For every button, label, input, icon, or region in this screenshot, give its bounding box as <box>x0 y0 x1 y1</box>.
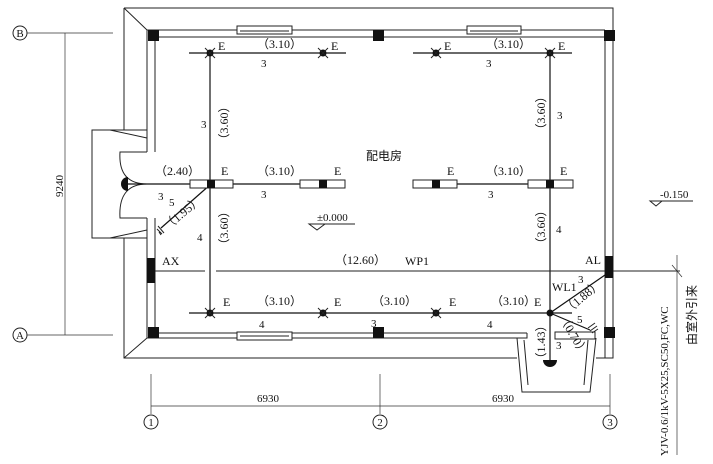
annotation-text: ±0.000 <box>317 212 348 224</box>
circuit-label-wl1: WL1 <box>552 280 577 294</box>
annotation-text: -0.150 <box>660 189 689 201</box>
annotation-text: （3.10） <box>257 294 302 308</box>
dimension-span-2-3: 6930 <box>492 393 515 405</box>
annotation-text: （1.95） <box>161 193 204 233</box>
windows <box>236 25 522 341</box>
annotation-text: 4 <box>259 319 265 331</box>
wall-lamp-icon <box>543 360 557 367</box>
circuit-label-wp1: WP1 <box>405 254 429 268</box>
annotation-text: 4 <box>197 232 203 244</box>
annotation-text: 3 <box>488 189 494 201</box>
switch-icon[interactable] <box>587 322 599 334</box>
dimension-span-1-2: 6930 <box>257 393 280 405</box>
annotation-text: （2.40） <box>155 164 200 178</box>
fixture-labels: E E E E E E E E E E E E <box>218 39 567 309</box>
annotation-text: E <box>334 164 341 178</box>
annotation-text: 3 <box>261 58 267 70</box>
annotation-text: （3.60） <box>217 205 231 250</box>
floor-level-mark: ±0.000 <box>307 212 355 231</box>
dimension-9240: 9240 <box>54 175 66 198</box>
ceiling-light-icon <box>544 47 556 59</box>
axis-label-2: 2 <box>377 417 383 429</box>
outside-level-mark: -0.150 <box>648 189 693 207</box>
annotation-text: E <box>331 39 338 53</box>
ceiling-light-icon <box>317 307 329 319</box>
columns <box>148 30 615 338</box>
fluorescent-light-icon <box>299 179 346 189</box>
incoming-cable-spec: YJV-0.6/1kV-5X25,SC50,FC,WC <box>659 306 671 456</box>
annotation-text: （3.10） <box>491 294 536 308</box>
right-entrance <box>516 331 597 393</box>
incoming-note: 由室外引来 <box>684 285 699 345</box>
ceiling-light-icon <box>204 47 216 59</box>
fluorescent-light-icon <box>527 179 574 189</box>
grid-axes: B A 9240 6930 6930 1 2 3 <box>12 25 618 430</box>
annotation-text: 3 <box>371 318 377 330</box>
annotation-text: （3.60） <box>217 100 231 145</box>
fluorescent-light-icon <box>189 179 234 189</box>
room-name: 配电房 <box>366 148 402 163</box>
fluorescent-lights <box>189 179 574 189</box>
annotation-text: 3 <box>557 110 563 122</box>
wp1-length: （12.60） <box>335 253 386 267</box>
ceiling-light-icon <box>430 307 442 319</box>
annotation-text: 4 <box>487 319 493 331</box>
panel-label-al: AL <box>585 253 601 267</box>
annotation-text: 5 <box>169 197 175 209</box>
annotation-text: 3 <box>201 119 207 131</box>
annotation-text: E <box>334 295 341 309</box>
switch-icon[interactable] <box>156 225 165 236</box>
annotation-text: （3.10） <box>372 294 417 308</box>
annotation-text: E <box>449 295 456 309</box>
axis-label-3: 3 <box>607 417 613 429</box>
annotation-text: 3 <box>486 58 492 70</box>
window <box>466 25 522 35</box>
distribution-box-ax[interactable] <box>147 258 155 283</box>
axis-label-b: B <box>16 28 23 40</box>
annotation-text: E <box>218 39 225 53</box>
annotation-text: 4 <box>556 224 562 236</box>
fluorescent-light-icon <box>412 179 458 189</box>
annotation-text: E <box>444 39 451 53</box>
annotation-text: 3 <box>556 340 562 352</box>
window <box>236 25 293 35</box>
annotation-text: （3.60） <box>534 90 548 135</box>
annotation-text: 3 <box>578 274 584 286</box>
annotation-text: （3.10） <box>486 37 531 51</box>
annotation-text: 3 <box>158 191 164 203</box>
axis-label-1: 1 <box>148 417 154 429</box>
annotation-text: （3.10） <box>257 164 302 178</box>
ceiling-light-icon <box>430 47 442 59</box>
annotation-text: E <box>558 39 565 53</box>
annotation-text: （3.60） <box>534 204 548 249</box>
annotation-text: E <box>534 295 541 309</box>
ceiling-light-icon <box>204 307 216 319</box>
annotation-text: E <box>223 295 230 309</box>
annotation-text: E <box>221 164 228 178</box>
wire-counts: 3 3 3 3 3 4 3 4 3 4 3 4 5 3 5 3 <box>158 58 584 352</box>
annotation-text: （3.10） <box>257 37 302 51</box>
annotation-text: （1.43） <box>534 319 548 364</box>
annotation-text: E <box>560 164 567 178</box>
ceiling-light-icon <box>317 47 329 59</box>
wall-lamp-icon <box>121 177 128 191</box>
annotation-text: E <box>447 164 454 178</box>
panel-label-ax: AX <box>162 254 180 268</box>
ceiling-lights <box>204 47 556 319</box>
annotation-text: 5 <box>577 314 583 326</box>
length-annotations: （3.10） （3.10） （2.40） （3.10） （3.10） （3.10… <box>155 37 604 365</box>
axis-label-a: A <box>16 330 24 342</box>
distribution-box-al[interactable] <box>605 256 613 278</box>
junction-icon <box>546 309 554 317</box>
annotation-text: 3 <box>261 189 267 201</box>
annotation-text: （3.10） <box>486 164 531 178</box>
